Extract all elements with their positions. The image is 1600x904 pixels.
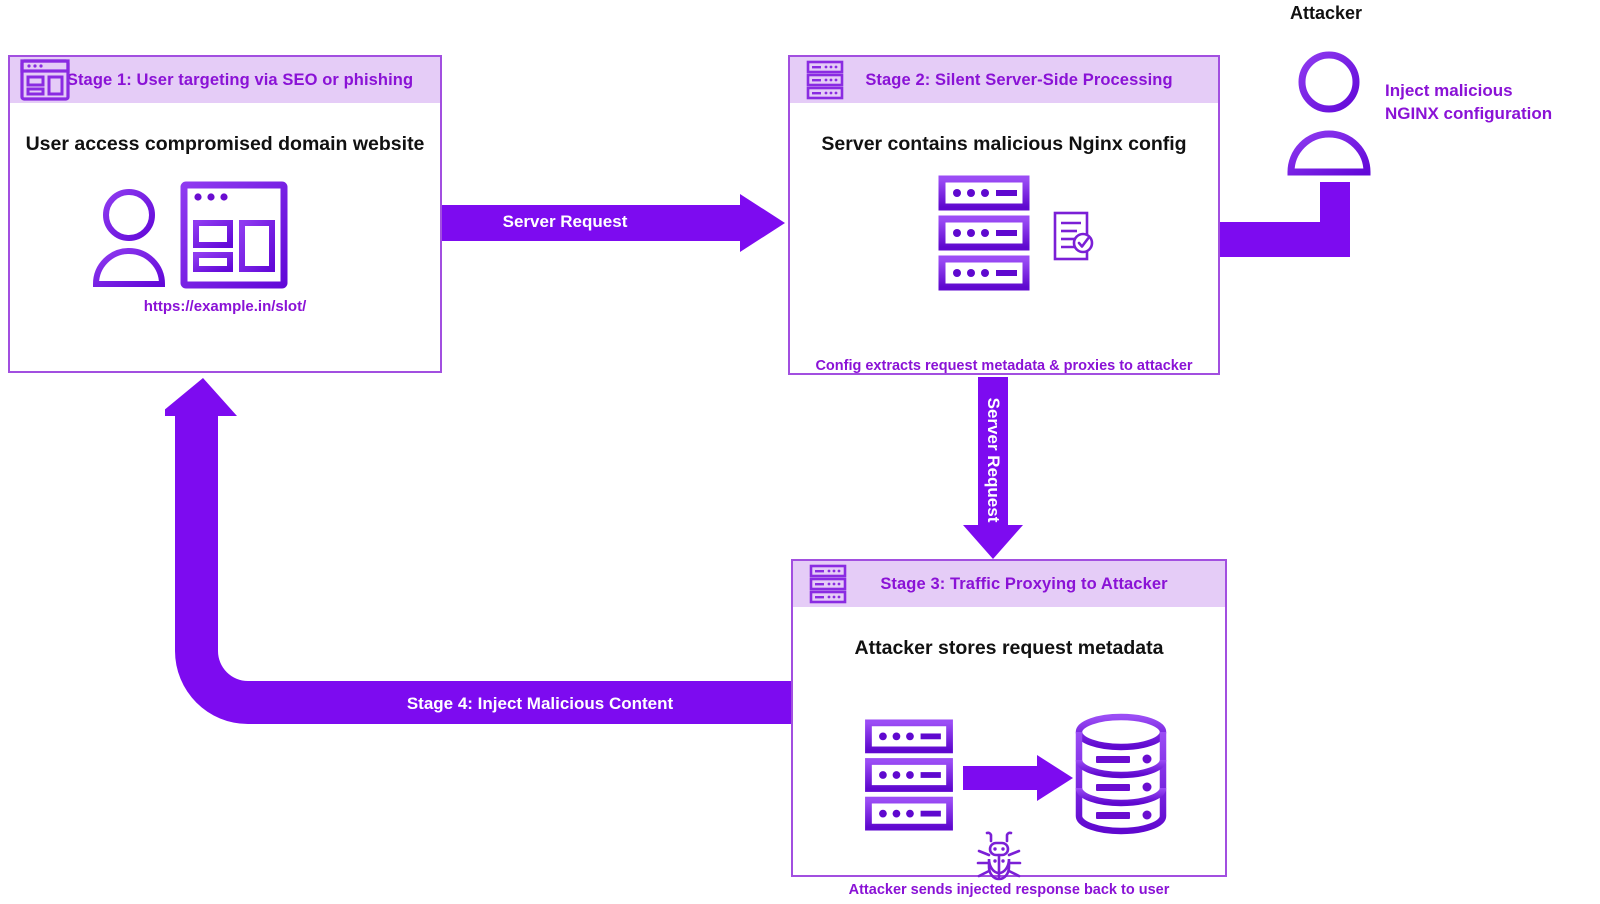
stage-2-header: Stage 2: Silent Server-Side Processing	[790, 57, 1218, 103]
database-icon	[1075, 713, 1167, 835]
browser-window-icon	[20, 57, 70, 103]
arrow-stage4-inject	[165, 378, 845, 724]
arrow-server-request-horizontal	[385, 194, 785, 252]
stage-1-title: Stage 1: User targeting via SEO or phish…	[66, 70, 414, 89]
stage-1-heading: User access compromised domain website	[25, 133, 425, 155]
bug-icon	[976, 831, 1022, 881]
arrow-server-request-vertical	[963, 377, 1023, 559]
arrow-metadata-label: Metadata	[987, 811, 1051, 827]
user-icon	[92, 189, 166, 287]
stage-1-header: Stage 1: User targeting via SEO or phish…	[10, 57, 440, 103]
config-document-check-icon	[1053, 211, 1094, 261]
stage-2-title: Stage 2: Silent Server-Side Processing	[865, 70, 1173, 89]
attacker-action-line1: Inject malicious	[1385, 81, 1513, 100]
stage-3-heading: Attacker stores request metadata	[854, 637, 1164, 659]
stage-1-body: User access compromised domain website h…	[10, 133, 440, 401]
arrow-metadata	[963, 755, 1073, 801]
attacker-person-icon	[1287, 51, 1371, 176]
server-rack-icon	[938, 175, 1030, 291]
server-rack-icon	[803, 561, 853, 607]
server-rack-icon	[865, 719, 953, 831]
attacker-label: Attacker	[1290, 3, 1363, 23]
stage-3-title: Stage 3: Traffic Proxying to Attacker	[880, 574, 1168, 593]
stage-3-body: Attacker stores request metadata	[793, 637, 1225, 904]
stage-1-url: https://example.in/slot/	[143, 298, 307, 315]
stage-3-caption: Attacker sends injected response back to…	[848, 882, 1170, 898]
stage-2-caption: Config extracts request metadata & proxi…	[815, 358, 1193, 374]
stage-3-header: Stage 3: Traffic Proxying to Attacker	[793, 561, 1225, 607]
attacker-action-line2: NGINX configuration	[1385, 103, 1553, 123]
server-rack-icon	[800, 57, 850, 103]
browser-window-icon	[180, 181, 288, 289]
stage-2-heading: Server contains malicious Nginx config	[821, 133, 1187, 155]
stage-2-body: Server contains malicious Nginx config	[790, 133, 1218, 403]
attacker-action-text: Inject malicious NGINX configuration	[1385, 80, 1552, 126]
stage-3-box[interactable]: Stage 3: Traffic Proxying to Attacker At…	[791, 559, 1227, 898]
stage-2-box[interactable]: Stage 2: Silent Server-Side Processing S…	[788, 55, 1220, 375]
stage-1-box[interactable]: Stage 1: User targeting via SEO or phish…	[8, 55, 442, 373]
